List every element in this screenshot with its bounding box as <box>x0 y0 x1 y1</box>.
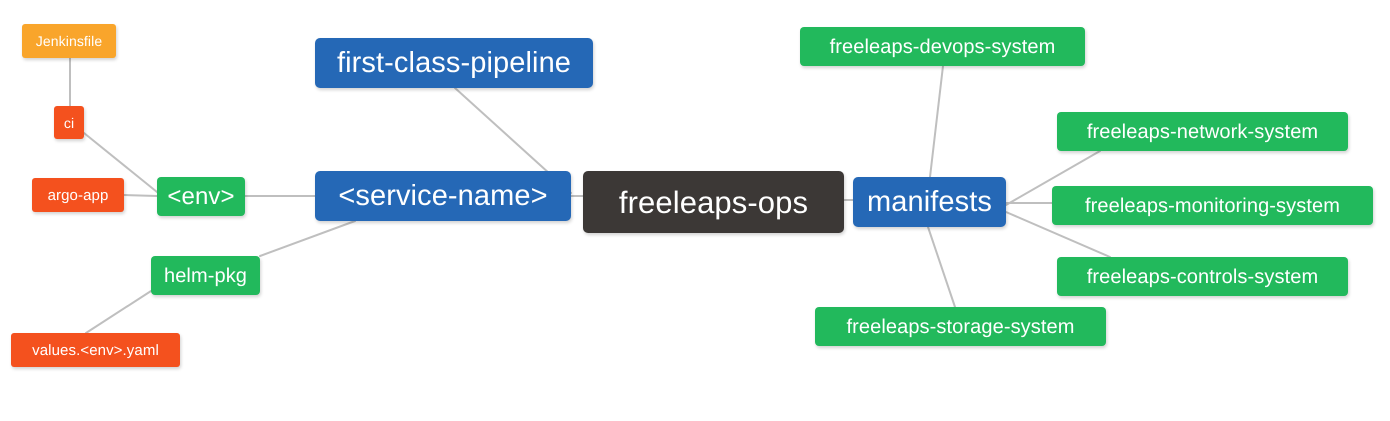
node-label: freeleaps-ops <box>618 184 809 220</box>
node-label: helm-pkg <box>163 264 248 287</box>
node-label: freeleaps-controls-system <box>1086 265 1319 288</box>
node-manifests[interactable]: manifests <box>853 177 1006 227</box>
node-label: argo-app <box>47 186 109 204</box>
node-label: <env> <box>167 182 235 210</box>
node-values-yaml[interactable]: values.<env>.yaml <box>11 333 180 367</box>
node-label: <service-name> <box>338 179 548 212</box>
node-label: freeleaps-network-system <box>1086 120 1319 143</box>
node-env[interactable]: <env> <box>157 177 245 216</box>
node-argo-app[interactable]: argo-app <box>32 178 124 212</box>
node-freeleaps-ops[interactable]: freeleaps-ops <box>583 171 844 233</box>
node-label: ci <box>63 114 75 131</box>
node-freeleaps-devops-system[interactable]: freeleaps-devops-system <box>800 27 1085 66</box>
edge-helm-pkg-to-values-yaml <box>85 290 152 334</box>
node-helm-pkg[interactable]: helm-pkg <box>151 256 260 295</box>
node-label: values.<env>.yaml <box>32 341 159 359</box>
node-label: first-class-pipeline <box>336 46 572 79</box>
edge-service-name-to-helm-pkg <box>259 220 356 257</box>
edge-manifests-to-freeleaps-storage-system <box>927 226 956 308</box>
edge-manifests-to-freeleaps-devops-system <box>929 65 944 178</box>
node-freeleaps-storage-system[interactable]: freeleaps-storage-system <box>815 307 1106 346</box>
node-label: manifests <box>867 185 992 218</box>
node-freeleaps-network-system[interactable]: freeleaps-network-system <box>1057 112 1348 151</box>
node-service-name[interactable]: <service-name> <box>315 171 571 221</box>
node-label: freeleaps-storage-system <box>846 315 1075 338</box>
node-ci[interactable]: ci <box>54 106 84 139</box>
edge-argo-app-to-env <box>123 194 158 197</box>
node-freeleaps-monitoring-system[interactable]: freeleaps-monitoring-system <box>1052 186 1373 225</box>
node-label: Jenkinsfile <box>35 33 103 49</box>
node-label: freeleaps-devops-system <box>829 35 1056 58</box>
node-jenkinsfile[interactable]: Jenkinsfile <box>22 24 116 58</box>
node-label: freeleaps-monitoring-system <box>1084 194 1340 217</box>
node-freeleaps-controls-system[interactable]: freeleaps-controls-system <box>1057 257 1348 296</box>
node-first-class-pipeline[interactable]: first-class-pipeline <box>315 38 593 88</box>
